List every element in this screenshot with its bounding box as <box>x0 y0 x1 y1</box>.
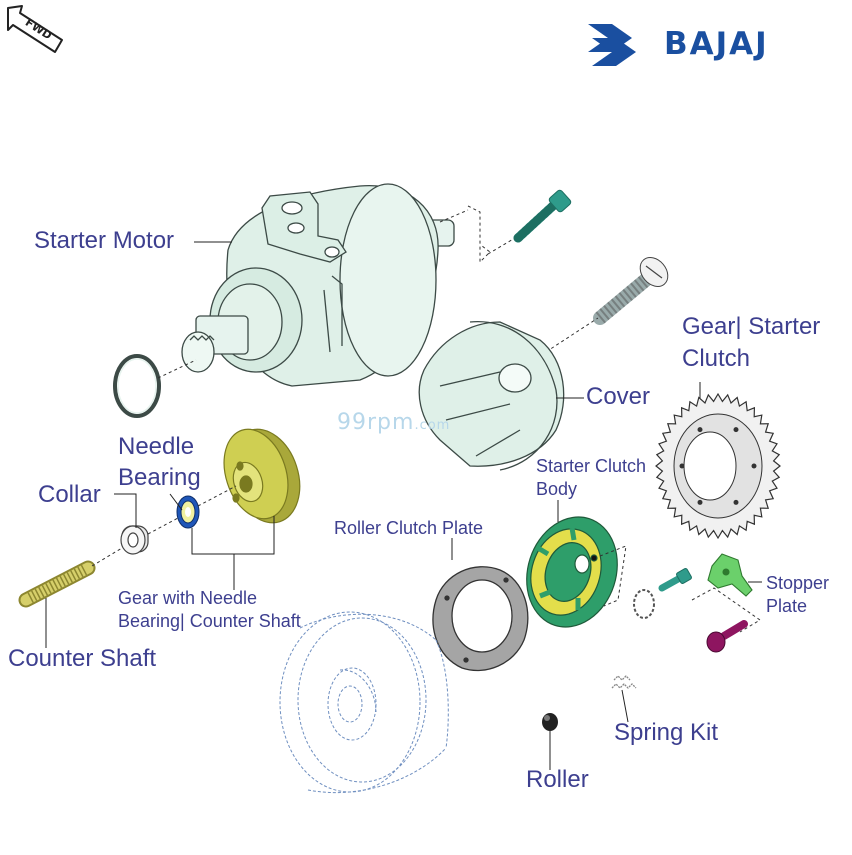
label-starter-clutch-body-line2: Body <box>536 479 578 499</box>
o-ring <box>113 354 161 418</box>
counter-shaft-gear <box>223 428 301 524</box>
label-gear-needle-line1: Gear with Needle <box>118 588 258 608</box>
collar <box>120 525 149 555</box>
label-collar: Collar <box>38 481 101 508</box>
stopper-plate <box>707 553 753 597</box>
gear-bolt-hole <box>697 499 703 505</box>
needle-bearing <box>176 495 200 529</box>
gear-bolt-hole <box>733 499 739 505</box>
brand-wordmark: BAJAJ <box>664 26 769 62</box>
label-stopper-plate-line1: Stopper <box>766 573 830 593</box>
starter-clutch-body <box>526 516 618 628</box>
watermark: 99rpm.com <box>337 410 450 435</box>
bajaj-logo-icon <box>588 24 636 66</box>
label-starter-clutch-body-line1: Starter Clutch <box>536 456 647 476</box>
label-gear-starter-clutch-line1: Gear| Starter <box>682 313 821 340</box>
label-starter-motor: Starter Motor <box>34 227 175 254</box>
clutch-housing-outline <box>279 611 449 794</box>
label-spring-kit: Spring Kit <box>614 719 719 746</box>
spring-kit <box>611 675 637 689</box>
label-gear-needle-line2: Bearing| Counter Shaft <box>118 611 301 631</box>
snap-ring <box>633 589 655 619</box>
motor-mounting-bolt <box>439 189 572 264</box>
gear-bolt-hole <box>697 427 703 433</box>
label-gear-starter-clutch-line2: Clutch <box>682 345 751 372</box>
label-cover: Cover <box>586 383 651 410</box>
leader-lines <box>45 241 762 770</box>
label-needle-bearing-line2: Bearing <box>118 464 201 491</box>
fwd-arrow-badge: FWD <box>7 5 63 53</box>
watermark-main: 99rpm <box>337 410 415 435</box>
cover <box>418 320 565 471</box>
gear-bolt-hole <box>733 427 739 433</box>
gear-bore <box>683 431 737 501</box>
watermark-suffix: .com <box>414 418 451 433</box>
label-counter-shaft: Counter Shaft <box>8 645 157 672</box>
label-roller: Roller <box>526 766 589 793</box>
label-roller-clutch-plate: Roller Clutch Plate <box>334 518 484 538</box>
label-stopper-plate-line2: Plate <box>766 596 808 616</box>
label-needle-bearing-line1: Needle <box>118 433 195 460</box>
stopper-bolt-purple <box>706 620 748 653</box>
starter-clutch-gear <box>655 392 781 540</box>
roller <box>542 713 558 731</box>
gear-bolt-hole <box>679 463 685 469</box>
roller-clutch-plate <box>432 566 529 672</box>
cover-screw <box>505 257 669 379</box>
counter-shaft <box>18 560 96 608</box>
starter-motor <box>181 183 455 387</box>
stopper-bolt-teal <box>658 568 692 592</box>
gear-bolt-hole <box>751 463 757 469</box>
